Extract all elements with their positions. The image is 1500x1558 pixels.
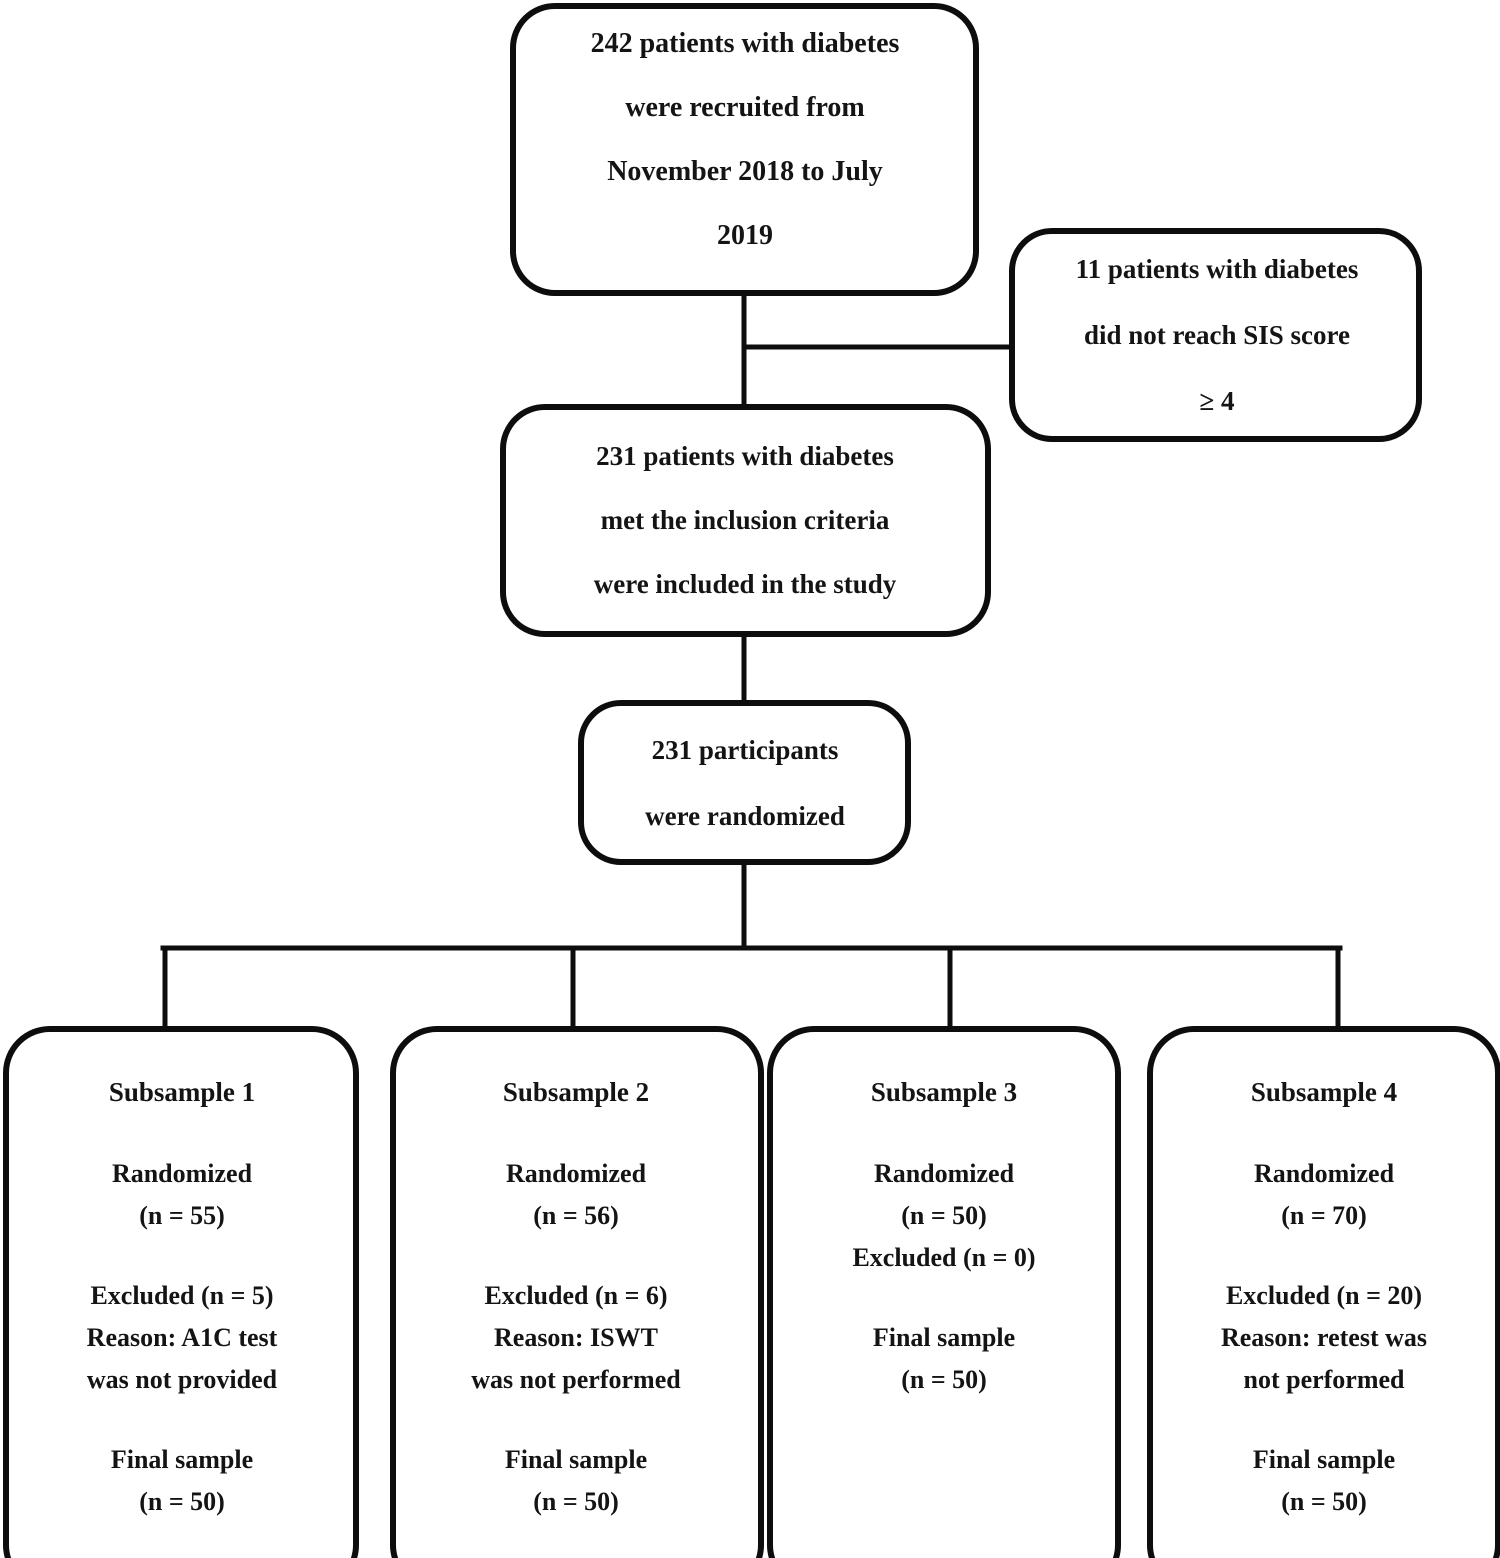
inclusion-box — [500, 404, 991, 637]
subsample-3-box — [767, 1026, 1121, 1558]
exclusion-box — [1009, 228, 1422, 442]
subsample-1-box — [3, 1026, 359, 1558]
recruitment-box — [510, 3, 979, 296]
subsample-4-box — [1147, 1026, 1500, 1558]
randomized-box — [578, 700, 911, 865]
subsample-2-box — [390, 1026, 764, 1558]
